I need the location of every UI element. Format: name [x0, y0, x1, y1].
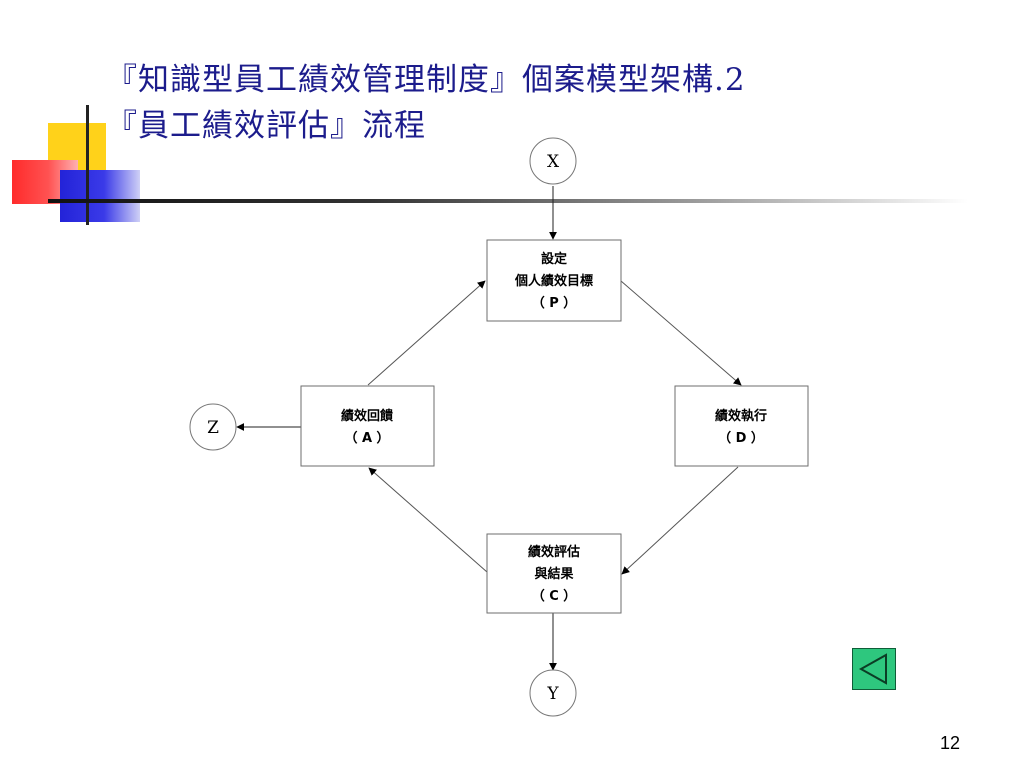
node-act-line2: （ A ）	[344, 430, 389, 446]
node-plan: 設定 個人績效目標 （ P ）	[486, 239, 622, 322]
terminal-x: X	[529, 137, 577, 185]
slide-title: 『知識型員工績效管理制度』個案模型架構.2	[106, 62, 746, 98]
terminal-x-label: X	[547, 152, 560, 172]
decor-blue-square	[60, 170, 140, 222]
terminal-z-label: Z	[207, 418, 219, 438]
edge-d-to-c	[621, 466, 739, 575]
slide-subtitle: 『員工績效評估』流程	[106, 108, 426, 144]
edge-p-to-d	[620, 280, 742, 386]
node-plan-line2: 個人績效目標	[514, 273, 593, 289]
decor-horizontal-rule	[48, 199, 968, 203]
node-check-line2: 與結果	[534, 566, 573, 582]
node-check-line3: （ C ）	[532, 588, 577, 604]
node-act: 績效回饋 （ A ）	[300, 385, 435, 467]
edge-a-to-p	[367, 280, 486, 386]
node-plan-line1: 設定	[541, 251, 567, 267]
terminal-z: Z	[189, 403, 237, 451]
node-do-line1: 績效執行	[715, 408, 767, 424]
edge-c-to-a	[368, 467, 488, 573]
node-do: 績效執行 （ D ）	[674, 385, 809, 467]
node-check-line1: 績效評估	[528, 544, 580, 560]
decor-vertical-line	[86, 105, 89, 225]
back-button[interactable]	[852, 648, 896, 690]
node-plan-line3: （ P ）	[532, 295, 577, 311]
terminal-y: Y	[529, 669, 577, 717]
triangle-left-icon	[858, 653, 887, 685]
node-do-line2: （ D ）	[718, 430, 764, 446]
node-act-line1: 績效回饋	[341, 408, 394, 424]
node-check: 績效評估 與結果 （ C ）	[486, 533, 622, 614]
terminal-y-label: Y	[546, 684, 559, 704]
page-number: 12	[940, 733, 961, 753]
